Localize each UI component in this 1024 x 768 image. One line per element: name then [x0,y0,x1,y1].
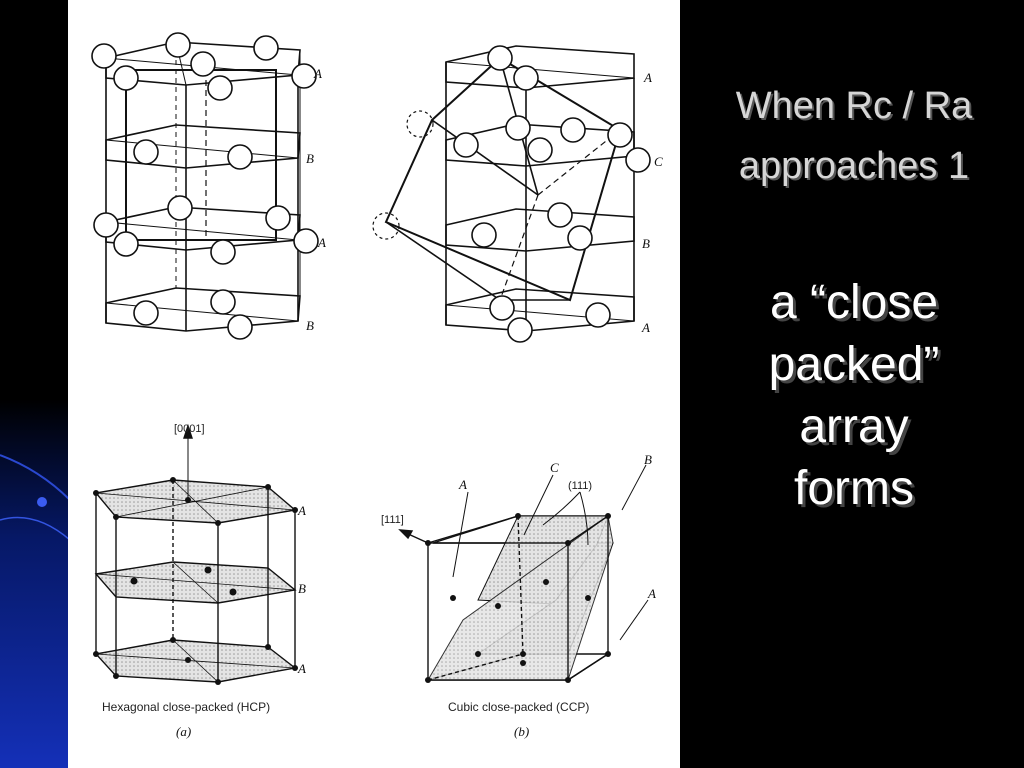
slide-subtitle-line-3: array [799,400,909,453]
slide-title: When Rc / Ra approaches 1 [684,76,1024,196]
hcp-atoms [91,32,319,340]
hcp-schem-label-b: B [298,581,306,596]
hcp-direction-0001: [0001] [174,423,205,435]
slide-title-line-1: When Rc / Ra [735,85,973,127]
slide-subtitle-line-4: forms [794,462,914,515]
ccp-cube-points [425,513,611,683]
ccp-label-a-top: A [643,70,652,85]
hcp-caption: Hexagonal close-packed (HCP) [102,700,270,714]
slide-subtitle: a “close packed” array forms [684,272,1024,520]
ccp-caption: Cubic close-packed (CCP) [448,700,589,714]
ccp-plane-label-a: A [458,477,467,492]
ccp-label-a-bottom: A [641,320,650,335]
decorative-swoosh [0,454,70,541]
ccp-panel-label: (b) [514,724,529,739]
decorative-gradient-strip [0,0,70,768]
crystal-structure-figure: A B A B [68,0,680,768]
ccp-label-c: C [654,154,663,169]
hcp-layer-points [93,477,298,685]
ccp-plane-111: (111) [568,480,592,492]
hcp-panel-label: (a) [176,724,191,739]
ccp-cube-schematic [398,464,649,681]
hcp-schem-label-a-top: A [297,503,306,518]
slide-subtitle-line-2: packed” [768,338,940,391]
ccp-plane-label-c: C [550,460,559,475]
ccp-label-b: B [642,236,650,251]
hcp-label-b-1: B [306,151,314,166]
ccp-atoms [453,45,651,343]
hcp-layer-schematic [94,423,297,683]
ccp-stacking-model [384,45,635,332]
hcp-schem-label-a-bottom: A [297,661,306,676]
crystal-structure-diagram: A B A B [91,32,663,739]
slide-title-line-2: approaches 1 [738,145,970,187]
hcp-label-b-2: B [306,318,314,333]
ccp-plane-label-a-side: A [647,586,656,601]
ccp-direction-111: [111] [381,514,404,526]
ccp-ghost-atoms [372,110,434,240]
hcp-label-a-top: A [313,66,322,81]
slide-subtitle-line-1: a “close [769,276,939,329]
ccp-plane-label-b: B [644,452,652,467]
hcp-label-a-2: A [317,235,326,250]
